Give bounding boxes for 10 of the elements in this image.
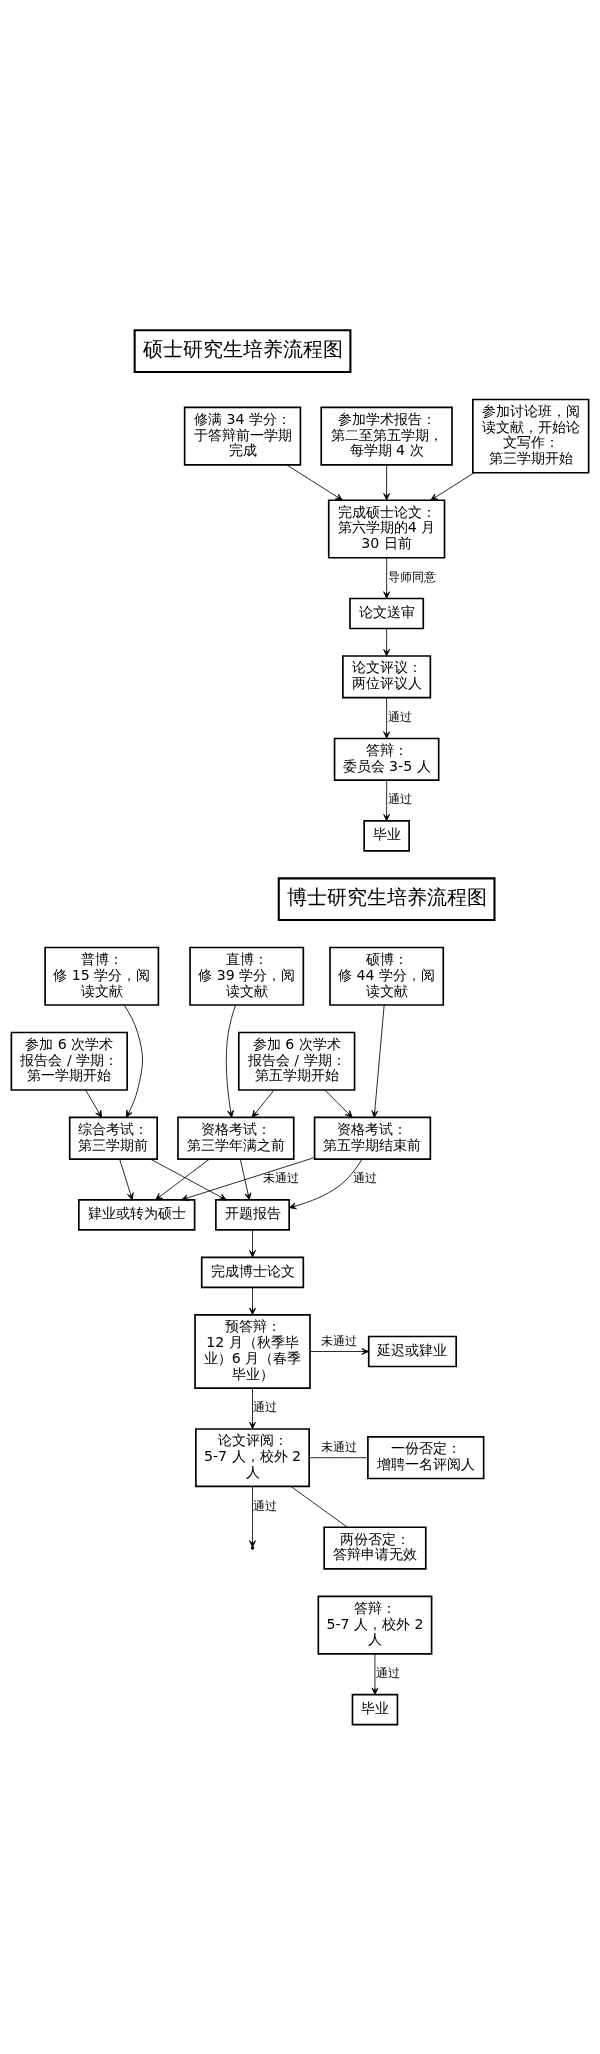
edge-label: 通过	[375, 1664, 400, 1680]
edge-label: 通过	[253, 1398, 278, 1414]
edge-label: 未通过	[262, 1169, 299, 1185]
edge-label: 通过	[353, 1169, 378, 1185]
edge-label: 导师同意	[388, 568, 437, 584]
edge-label: 通过	[387, 790, 412, 806]
edge-label: 未通过	[321, 1332, 358, 1348]
edge-label: 未通过	[320, 1438, 357, 1454]
edge-label: 通过	[387, 708, 412, 724]
edge-label: 通过	[253, 1497, 278, 1513]
